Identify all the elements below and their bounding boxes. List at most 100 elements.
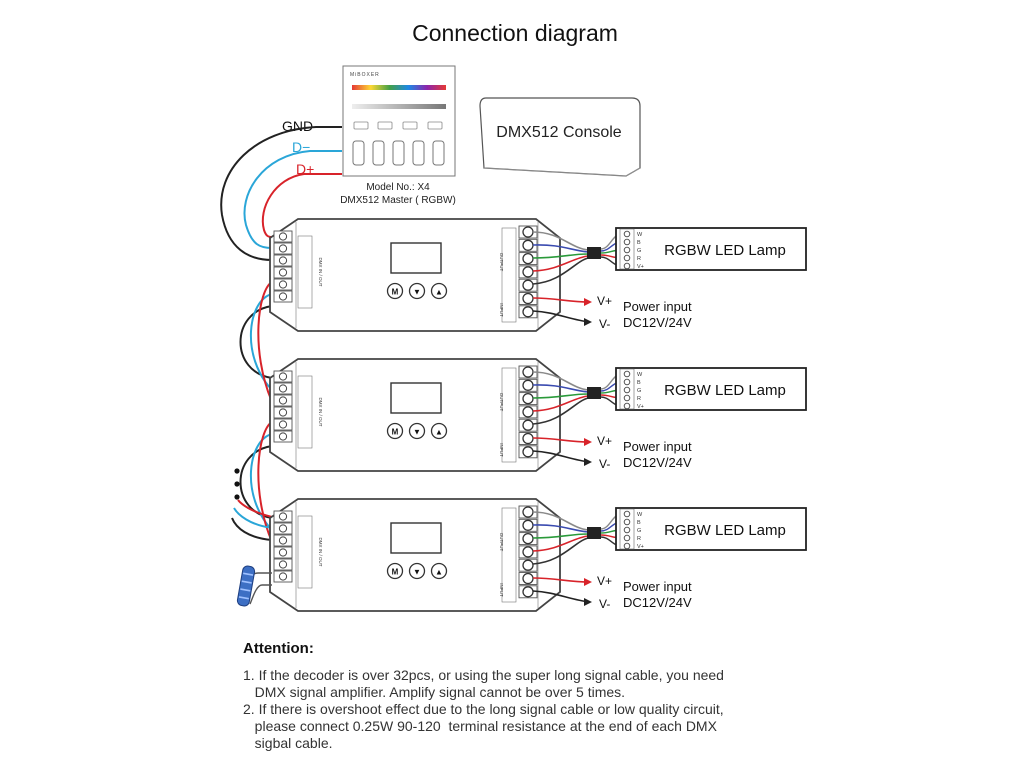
terminal-screw: [522, 446, 534, 458]
terminal-screw: [522, 572, 534, 585]
button-ring: [430, 282, 448, 300]
terminal-screw: [278, 396, 288, 405]
wire-g: [532, 393, 589, 399]
terminal-screw: [278, 420, 288, 429]
lamp-pin-label: R: [637, 256, 641, 262]
wire-vplus: [532, 537, 589, 565]
lamp-pin: [623, 246, 631, 254]
lamp-pin-label: W: [637, 232, 643, 238]
dmx-chain-wires: [239, 281, 273, 403]
terminal-screw: [522, 392, 534, 405]
output-label: OUTPUT: [499, 253, 504, 272]
lamp-pin-label: V+: [637, 544, 644, 550]
terminal-label-box: [501, 367, 517, 463]
dmx-in-out-terminal: DMX IN / OUT: [273, 370, 323, 449]
decoder-inner-lines: [295, 362, 539, 468]
terminal-label-box: [501, 227, 517, 323]
output-input-terminal: OUTPUT INPUT: [499, 225, 538, 323]
d-plus-wire-in: [261, 173, 342, 238]
terminal-screw: [278, 372, 288, 381]
vplus-arrow: [584, 578, 592, 586]
attention-line: 1. If the decoder is over 32pcs, or usin…: [243, 667, 724, 683]
input-label: INPUT: [499, 303, 504, 317]
decoder-housing: [269, 218, 561, 332]
terminal-screw: [522, 586, 534, 598]
master-toggle-keys: [352, 140, 445, 166]
power-wires: [532, 577, 592, 606]
power-input-label: Power input: [623, 299, 692, 314]
attention-line: please connect 0.25W 90-120 terminal res…: [243, 718, 717, 734]
terminal-screw: [522, 252, 534, 265]
button-label: ▼: [413, 288, 421, 297]
lamp-pin-label: W: [637, 372, 643, 378]
lamp-pin: [623, 542, 631, 550]
lamp-label: RGBW LED Lamp: [664, 522, 786, 539]
decoder-button: ▲: [430, 422, 448, 440]
terminal-label: DMX IN / OUT: [318, 398, 323, 427]
lamp-pin: [623, 230, 631, 238]
wire-r: [532, 535, 589, 552]
power-wires: [532, 297, 592, 326]
lamp-pin-label: V+: [637, 264, 644, 270]
chain-d-plus-wire: [257, 281, 273, 403]
wire-b: [532, 244, 589, 253]
attention-notes: Attention: 1. If the decoder is over 32p…: [243, 640, 803, 752]
vplus-label: V+: [597, 574, 612, 588]
terminal-resistor: [236, 565, 272, 607]
vplus-label: V+: [597, 294, 612, 308]
terminal-screw: [278, 256, 288, 265]
terminal-label-box: [297, 235, 313, 309]
wire-b: [532, 384, 589, 393]
wire-b: [532, 524, 589, 533]
decoder-button: M: [386, 562, 404, 580]
master-zone-buttons: [353, 121, 443, 130]
power-input-label: Power input: [623, 579, 692, 594]
lamp-pin-label: V+: [637, 404, 644, 410]
rgbw-led-lamp: [615, 227, 807, 271]
lamp-pin-label: W: [637, 512, 643, 518]
attention-heading: Attention:: [243, 640, 314, 657]
wire-w: [532, 231, 589, 251]
output-wires: [532, 231, 589, 285]
vminus-label: V-: [599, 457, 610, 471]
decoder-housing: [269, 358, 561, 472]
lamp-pin: [623, 510, 631, 518]
lamp-pin-label: G: [637, 248, 641, 254]
vminus-arrow: [584, 318, 592, 326]
vminus-label: V-: [599, 317, 610, 331]
gnd-wire-in: [220, 126, 342, 261]
terminal-screw: [522, 226, 534, 238]
button-ring: [408, 422, 426, 440]
master-name: DMX512 Master ( RGBW): [340, 195, 456, 206]
power-spec-label: DC12V/24V: [623, 315, 692, 330]
rgbw-led-lamp: [615, 367, 807, 411]
lamp-pin: [623, 370, 631, 378]
input-label: INPUT: [499, 583, 504, 597]
lamp-pin-label: R: [637, 536, 641, 542]
wire-vplus: [532, 257, 589, 285]
button-label: ▲: [435, 568, 443, 577]
lamp-pin: [623, 238, 631, 246]
wire-vplus: [532, 397, 589, 425]
button-label: M: [392, 288, 399, 297]
lamp-pin: [623, 262, 631, 270]
master-brand: MiBOXER: [350, 72, 380, 78]
master-model-number: Model No.: X4: [366, 182, 430, 193]
decoder-display: [390, 242, 442, 274]
lamp-label: RGBW LED Lamp: [664, 242, 786, 259]
wire-connector: [587, 527, 601, 539]
vminus-arrow: [584, 598, 592, 606]
terminal-screw: [522, 519, 534, 531]
button-label: ▼: [413, 428, 421, 437]
d-minus-wire-in: [243, 150, 342, 249]
vminus-arrow: [584, 458, 592, 466]
button-ring: [386, 422, 404, 440]
lamp-pin-label: R: [637, 396, 641, 402]
terminal-screw: [278, 232, 288, 241]
wire-r: [532, 255, 589, 272]
wire-w: [532, 511, 589, 531]
